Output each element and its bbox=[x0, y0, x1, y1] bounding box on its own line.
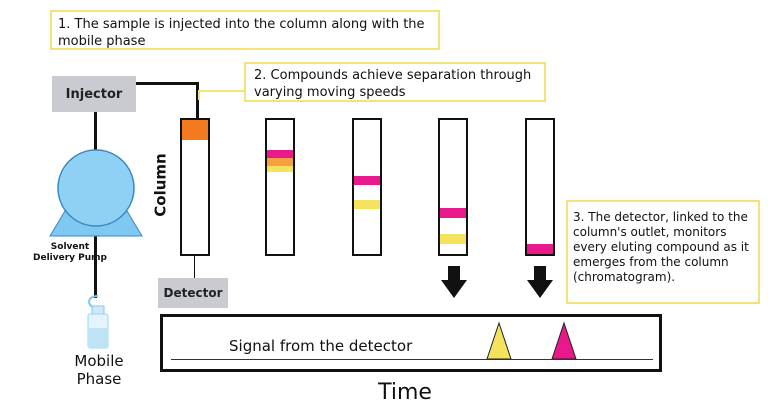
band-pink bbox=[440, 208, 466, 218]
callout-step-3: 3. The detector, linked to the column's … bbox=[566, 200, 760, 304]
band-pink bbox=[354, 176, 380, 185]
injector-tube-vertical bbox=[196, 82, 199, 120]
detector-box: Detector bbox=[158, 278, 228, 308]
callout-step-3-text: 3. The detector, linked to the column's … bbox=[573, 210, 749, 284]
injector-label: Injector bbox=[65, 86, 123, 102]
mobile-phase-label: Mobile Phase bbox=[74, 352, 124, 388]
detector-label: Detector bbox=[163, 286, 223, 300]
band-yellow bbox=[354, 200, 380, 209]
peak-icon bbox=[486, 321, 512, 359]
down-arrow-icon bbox=[527, 266, 553, 298]
pump-tube-lower bbox=[94, 236, 97, 298]
column-2 bbox=[265, 118, 295, 256]
time-label: Time bbox=[378, 380, 432, 405]
column-label: Column bbox=[152, 153, 171, 217]
injector-tube-horizontal bbox=[136, 82, 198, 85]
callout-2-leader-down bbox=[198, 90, 200, 100]
detector-connector bbox=[194, 256, 195, 278]
column-4 bbox=[438, 118, 468, 256]
signal-label: Signal from the detector bbox=[229, 337, 413, 355]
band-yellow bbox=[267, 166, 293, 172]
column-5 bbox=[525, 118, 555, 256]
callout-step-1-text: 1. The sample is injected into the colum… bbox=[58, 17, 425, 49]
callout-step-2: 2. Compounds achieve separation through … bbox=[244, 62, 546, 102]
bottle-icon bbox=[87, 295, 109, 349]
band-orange bbox=[267, 158, 293, 166]
pump-icon bbox=[49, 149, 143, 237]
sample-band bbox=[182, 120, 208, 140]
peak-icon bbox=[551, 321, 577, 359]
column-3 bbox=[352, 118, 382, 256]
band-pink bbox=[267, 150, 293, 158]
band-pink bbox=[527, 244, 553, 254]
callout-step-2-text: 2. Compounds achieve separation through … bbox=[254, 68, 532, 100]
callout-step-1: 1. The sample is injected into the colum… bbox=[50, 10, 440, 50]
injector-box: Injector bbox=[52, 76, 136, 112]
down-arrow-icon bbox=[441, 266, 467, 298]
callout-2-leader bbox=[198, 90, 244, 92]
pump-label: Solvent Delivery Pump bbox=[33, 242, 107, 263]
signal-panel: Signal from the detector bbox=[160, 314, 662, 372]
signal-baseline bbox=[171, 359, 653, 360]
pump-tube-upper bbox=[94, 112, 97, 152]
band-yellow bbox=[440, 234, 466, 244]
column-1 bbox=[180, 118, 210, 256]
